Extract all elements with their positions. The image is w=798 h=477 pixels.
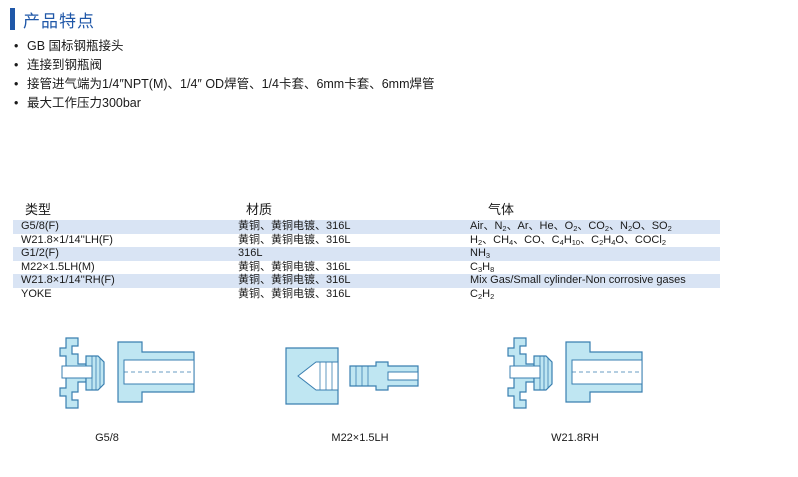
table-body: G5/8(F) 黄铜、黄铜电镀、316L Air、N2、Ar、He、O2、CO2、N… bbox=[13, 220, 720, 301]
cell-type: W21.8×1/14''RH(F) bbox=[21, 274, 115, 286]
cell-type: G1/2(F) bbox=[21, 247, 59, 259]
cell-gas: Air、N2、Ar、He、O2、CO2、N2O、SO2 bbox=[470, 220, 672, 233]
header-material: 材质 bbox=[246, 202, 273, 217]
cell-material: 黄铜、黄铜电镀、316L bbox=[238, 233, 351, 246]
cell-material: 黄铜、黄铜电镀、316L bbox=[238, 260, 351, 273]
table-row: G5/8(F) 黄铜、黄铜电镀、316L Air、N2、Ar、He、O2、CO2、N… bbox=[13, 220, 720, 234]
cell-material: 黄铜、黄铜电镀、316L bbox=[238, 274, 351, 286]
cell-gas: Mix Gas/Small cylinder-Non corrosive gas… bbox=[470, 274, 686, 286]
feature-item: 最大工作压力300bar bbox=[14, 94, 435, 113]
accent-bar bbox=[10, 8, 15, 30]
feature-list: GB 国标钢瓶接头 连接到钢瓶阀 接管进气端为1/4″NPT(M)、1/4″ O… bbox=[14, 37, 435, 113]
figure-caption-m22: M22×1.5LH bbox=[331, 432, 389, 444]
cell-gas: NH3 bbox=[470, 247, 491, 260]
table-row: M22×1.5LH(M) 黄铜、黄铜电镀、316L C3H8 bbox=[13, 261, 720, 275]
feature-item: 接管进气端为1/4″NPT(M)、1/4″ OD焊管、1/4卡套、6mm卡套、6… bbox=[14, 75, 435, 94]
figure-caption-w218: W21.8RH bbox=[551, 432, 599, 444]
feature-item: 连接到钢瓶阀 bbox=[14, 56, 435, 75]
g58-fitting-diagram bbox=[59, 337, 195, 409]
cell-gas: C2H2 bbox=[470, 287, 495, 301]
cell-gas: H2、CH4、CO、C4H10、C2H4O、COCl2 bbox=[470, 233, 666, 247]
table-row: W21.8×1/14''LH(F) 黄铜、黄铜电镀、316L H2、CH4、CO、C… bbox=[13, 234, 720, 248]
cell-type: G5/8(F) bbox=[21, 220, 59, 232]
cell-material: 316L bbox=[238, 247, 263, 259]
section-title: 产品特点 bbox=[23, 11, 95, 31]
cell-gas: C3H8 bbox=[470, 260, 495, 274]
cell-type: M22×1.5LH(M) bbox=[21, 260, 95, 273]
table-row: G1/2(F) 316L NH3 bbox=[13, 247, 720, 261]
cell-material: 黄铜、黄铜电镀、316L bbox=[238, 220, 351, 232]
w218-fitting-diagram bbox=[507, 337, 643, 409]
cell-type: YOKE bbox=[21, 287, 52, 300]
header-gas: 气体 bbox=[488, 202, 515, 217]
table-header: 类型 材质 气体 bbox=[13, 200, 720, 220]
cell-type: W21.8×1/14''LH(F) bbox=[21, 233, 113, 246]
section-header: 产品特点 bbox=[10, 8, 95, 31]
cell-material: 黄铜、黄铜电镀、316L bbox=[238, 287, 351, 300]
figure-caption-g58: G5/8 bbox=[95, 432, 119, 444]
feature-item: GB 国标钢瓶接头 bbox=[14, 37, 435, 56]
m22-fitting-diagram bbox=[285, 347, 419, 405]
header-type: 类型 bbox=[25, 202, 52, 217]
table-row: YOKE 黄铜、黄铜电镀、316L C2H2 bbox=[13, 288, 720, 302]
spec-table: 类型 材质 气体 G5/8(F) 黄铜、黄铜电镀、316L Air、N2、Ar、He… bbox=[13, 200, 720, 301]
table-row: W21.8×1/14''RH(F) 黄铜、黄铜电镀、316L Mix Gas/Sma… bbox=[13, 274, 720, 288]
